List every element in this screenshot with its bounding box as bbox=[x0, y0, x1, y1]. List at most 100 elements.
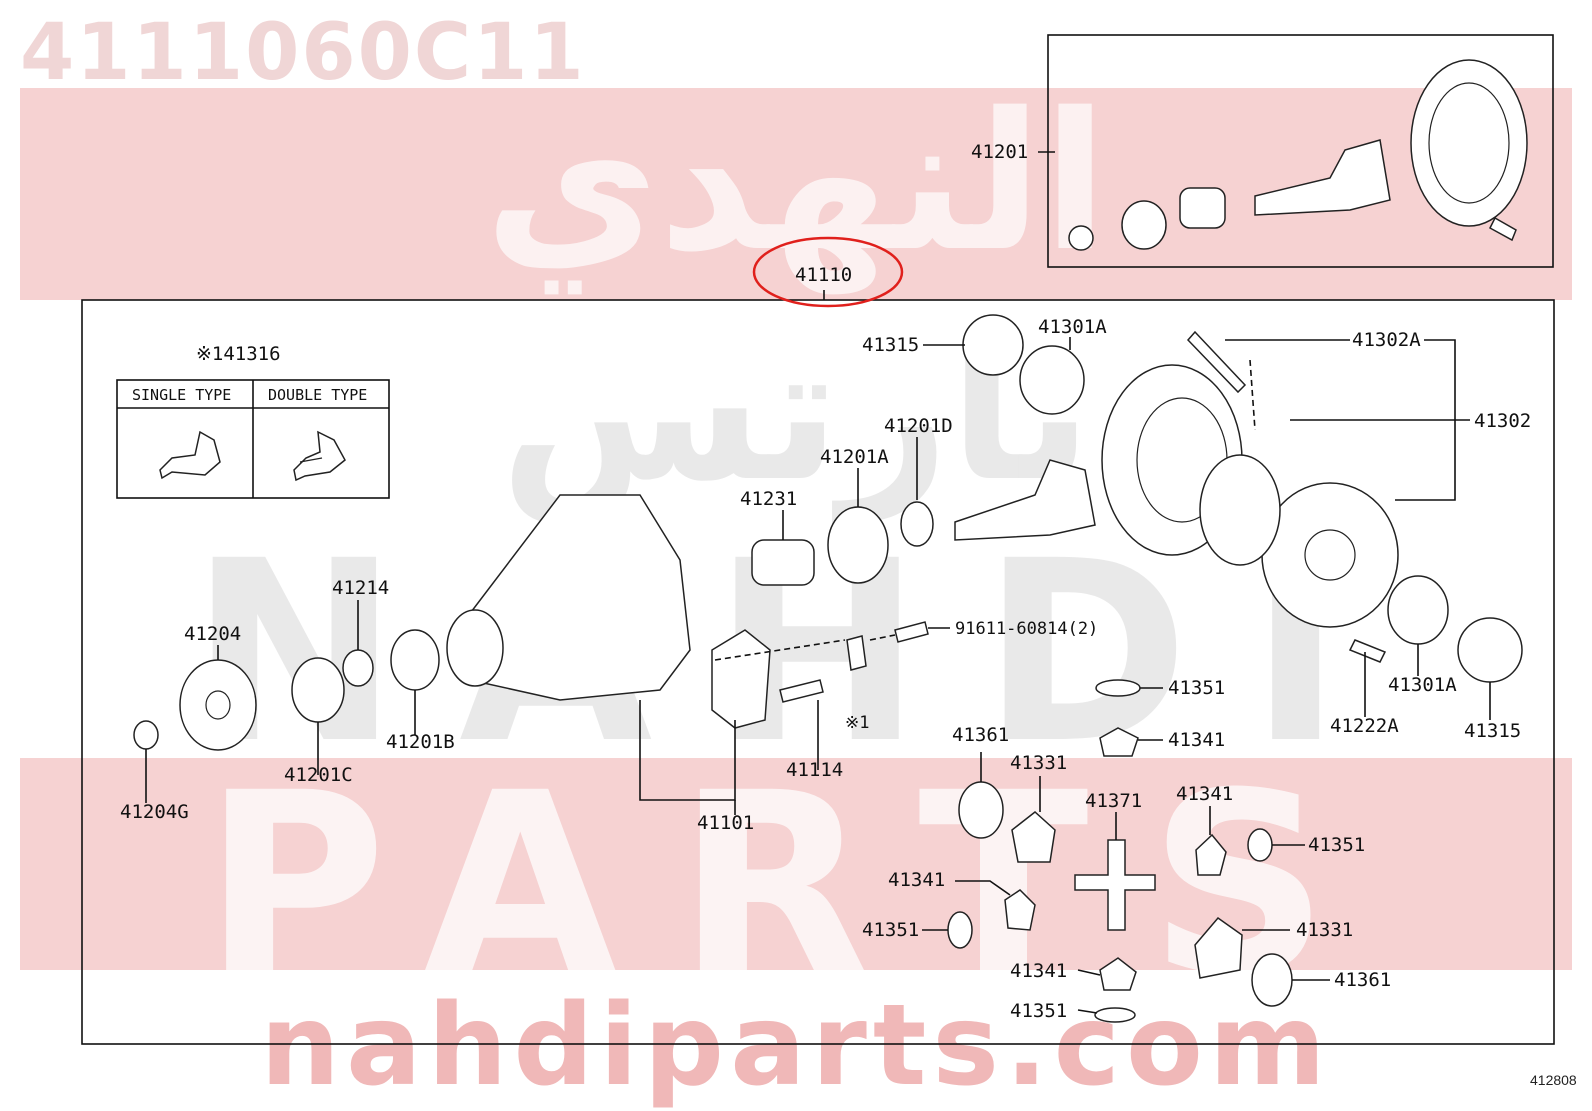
label-41351-a: 41351 bbox=[1168, 677, 1225, 699]
bearing-top bbox=[1121, 200, 1167, 250]
oil-seal-41315-b bbox=[1457, 617, 1523, 683]
watermark-arabic-line1: النهدي bbox=[484, 72, 1108, 293]
inset-table-label: ※141316 bbox=[196, 343, 281, 365]
companion-flange-hub bbox=[205, 690, 231, 720]
label-41301A-b: 41301A bbox=[1388, 674, 1457, 696]
bolt-41222A bbox=[1348, 639, 1387, 663]
ring-gear-top-inner bbox=[1428, 82, 1510, 204]
differential-case-back bbox=[1199, 454, 1281, 566]
label-41201B: 41201B bbox=[386, 731, 455, 753]
bolt-91611 bbox=[894, 621, 929, 643]
watermark-band-bottom bbox=[20, 758, 1572, 970]
washer-41201D bbox=[900, 501, 934, 547]
differential-case bbox=[1261, 482, 1399, 628]
watermark-domain: nahdiparts.com bbox=[260, 981, 1332, 1111]
label-41361-b: 41361 bbox=[1334, 969, 1391, 991]
label-41361-a: 41361 bbox=[952, 724, 1009, 746]
diagram-code: 412808 bbox=[1530, 1072, 1577, 1088]
label-41315-a: 41315 bbox=[862, 334, 919, 356]
washer-41361-a bbox=[958, 781, 1004, 839]
bearing-41201B bbox=[390, 629, 440, 691]
label-41201C: 41201C bbox=[284, 764, 353, 786]
label-41222A: 41222A bbox=[1330, 715, 1399, 737]
label-41204G: 41204G bbox=[120, 801, 189, 823]
label-41204: 41204 bbox=[184, 623, 241, 645]
label-41341-b: 41341 bbox=[1176, 783, 1233, 805]
bolt-top bbox=[1489, 216, 1517, 242]
label-41302A: 41302A bbox=[1352, 329, 1421, 351]
label-41231: 41231 bbox=[740, 488, 797, 510]
differential-case-hub bbox=[1304, 529, 1356, 581]
bracket-double-detail bbox=[299, 457, 323, 463]
nut-top bbox=[1068, 225, 1094, 251]
oil-seal-41315-a bbox=[962, 314, 1024, 376]
label-41214: 41214 bbox=[332, 577, 389, 599]
nut-41204G bbox=[133, 720, 159, 750]
highlight-ellipse bbox=[752, 236, 904, 308]
carrier-housing-neck bbox=[446, 609, 504, 687]
label-91611: 91611-60814(2) bbox=[955, 619, 1098, 639]
cap-bolt bbox=[779, 679, 824, 703]
bearing-41301A-a bbox=[1019, 345, 1085, 415]
label-41201: 41201 bbox=[971, 141, 1028, 163]
leader-41341-c bbox=[955, 880, 1011, 896]
bracket-double-icon bbox=[293, 430, 346, 482]
label-41341-c: 41341 bbox=[888, 869, 945, 891]
spacer-top bbox=[1179, 187, 1226, 229]
oil-seal-41201C bbox=[291, 657, 345, 723]
bearing-41301A-b bbox=[1387, 575, 1449, 645]
label-ref1: ※1 bbox=[845, 713, 869, 733]
bearing-41201A bbox=[827, 506, 889, 584]
pinion-shaft-41371 bbox=[1074, 839, 1156, 931]
side-gear-41331-a bbox=[1011, 811, 1056, 863]
label-41341-a: 41341 bbox=[1168, 729, 1225, 751]
inset-table-col2: DOUBLE TYPE bbox=[268, 386, 367, 404]
pinion-gear-41341-c bbox=[1004, 889, 1036, 931]
label-41315-b: 41315 bbox=[1464, 720, 1521, 742]
washer-41351-c bbox=[947, 911, 973, 949]
lock-plate bbox=[846, 635, 867, 671]
pinion-top bbox=[1254, 139, 1391, 216]
washer-41214 bbox=[342, 649, 374, 687]
dashed-lock-link bbox=[869, 634, 896, 641]
main-frame-41110 bbox=[81, 299, 1555, 1045]
drive-pinion bbox=[954, 459, 1096, 541]
label-41114: 41114 bbox=[786, 759, 843, 781]
washer-41351-d bbox=[1094, 1007, 1136, 1023]
side-gear-41331-b bbox=[1194, 916, 1243, 979]
washer-41351-a bbox=[1095, 679, 1141, 697]
pinion-gear-41341-b bbox=[1195, 833, 1227, 876]
companion-flange bbox=[179, 659, 257, 751]
spacer-41231 bbox=[751, 539, 815, 586]
washer-41361-b bbox=[1251, 953, 1293, 1007]
inset-frame-41201 bbox=[1047, 34, 1554, 268]
label-41201D: 41201D bbox=[884, 415, 953, 437]
label-41201A: 41201A bbox=[820, 446, 889, 468]
washer-41351-b bbox=[1247, 828, 1273, 862]
dashed-bolt-link bbox=[1249, 359, 1256, 431]
label-41351-b: 41351 bbox=[1308, 834, 1365, 856]
label-41301A-a: 41301A bbox=[1038, 316, 1107, 338]
leader-41351-d bbox=[1077, 1009, 1098, 1014]
leader-lines bbox=[145, 151, 1491, 1014]
label-41371: 41371 bbox=[1085, 790, 1142, 812]
inset-table-col1: SINGLE TYPE bbox=[132, 386, 231, 404]
watermark-part-number: 4111060C11 bbox=[20, 8, 586, 98]
carrier-housing bbox=[464, 494, 691, 701]
label-41331-a: 41331 bbox=[1010, 752, 1067, 774]
bracket-single-icon bbox=[159, 430, 221, 480]
bearing-cap bbox=[711, 629, 771, 729]
label-41341-d: 41341 bbox=[1010, 960, 1067, 982]
label-41101: 41101 bbox=[697, 812, 754, 834]
leader-41101 bbox=[639, 700, 736, 801]
pinion-gear-41341-a bbox=[1099, 727, 1139, 757]
dashed-cap-link bbox=[714, 639, 846, 661]
pinion-gear-41341-d bbox=[1099, 957, 1137, 991]
ring-gear-bolt bbox=[1186, 330, 1247, 394]
label-41110: 41110 bbox=[795, 264, 852, 286]
label-41351-d: 41351 bbox=[1010, 1000, 1067, 1022]
label-41302: 41302 bbox=[1474, 410, 1531, 432]
label-41351-c: 41351 bbox=[862, 919, 919, 941]
